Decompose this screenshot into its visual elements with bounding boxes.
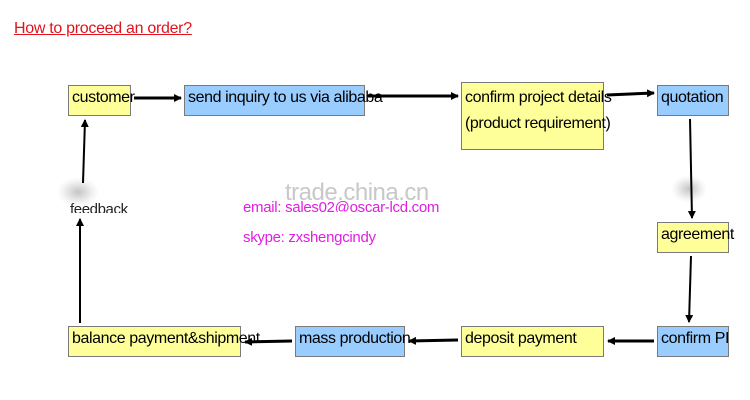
arrow-quotation-to-agreement [687,118,696,219]
step-customer-label: customer [72,89,135,106]
step-confirm-details-line1: confirm project details [465,89,612,106]
arrow-details-to-quotation [606,89,655,98]
arrow-mass-production-to-balance [244,337,293,346]
step-balance-payment-label: balance payment&shipment [72,330,260,347]
step-mass-production: mass production [295,326,411,357]
arrow-agreement-to-confirm-pi [685,255,694,323]
arrow-feedback-to-customer [80,119,89,184]
feedback-smudge [58,178,98,206]
step-quotation-label: quotation [661,89,724,106]
step-confirm-project-details: confirm project details (product require… [461,82,612,150]
step-agreement: agreement [657,222,734,253]
contact-skype: skype: zxshengcindy [243,229,376,246]
watermark: trade.china.cn [285,179,429,206]
page-title: How to proceed an order? [14,20,192,37]
step-deposit-payment: deposit payment [461,326,604,357]
step-balance-payment-shipment: balance payment&shipment [68,326,260,357]
step-confirm-details-line2: (product requirement) [465,115,611,132]
right-arrow-smudge [672,176,706,202]
contact-email: email: sales02@oscar-lcd.com [243,199,440,212]
step-quotation: quotation [657,85,729,116]
step-agreement-label: agreement [661,226,734,243]
arrow-deposit-to-mass-production [408,336,459,345]
step-customer: customer [68,85,135,116]
step-mass-production-label: mass production [299,330,411,347]
step-deposit-payment-label: deposit payment [465,330,577,347]
step-send-inquiry-label: send inquiry to us via alibaba [188,89,383,106]
step-confirm-pi-label: confirm PI [661,330,730,347]
step-confirm-pi: confirm PI [657,326,729,357]
step-send-inquiry: send inquiry to us via alibaba [184,85,383,116]
